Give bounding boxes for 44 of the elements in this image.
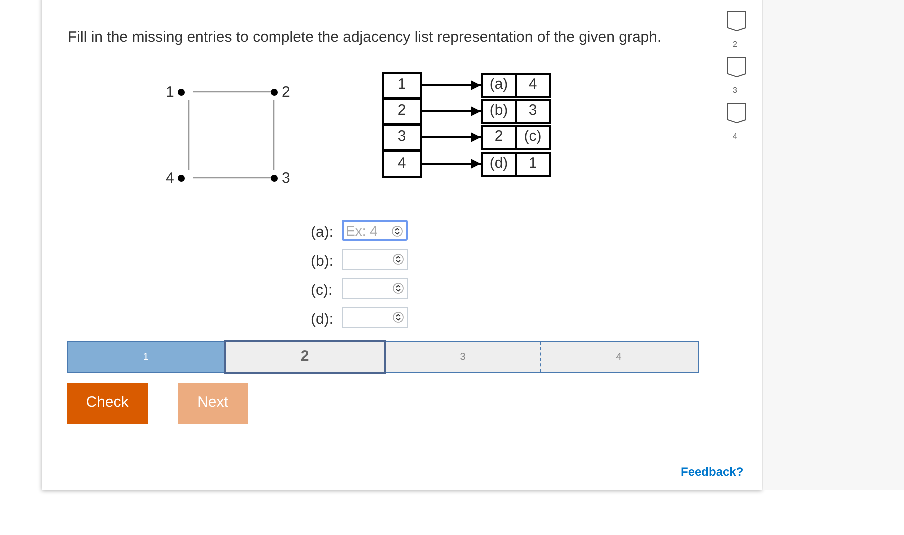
list-node	[481, 73, 551, 98]
list-node-field: 1	[517, 154, 549, 174]
vertex-label: 4	[166, 170, 174, 186]
list-node-field: (a)	[483, 75, 517, 96]
number-input: Ex: 4	[342, 220, 408, 241]
progress-segment: 3	[385, 341, 541, 373]
graph-edge	[193, 177, 271, 179]
arrow	[422, 106, 481, 116]
progress-segment: 1	[67, 341, 225, 373]
page-number: 3	[733, 85, 738, 97]
graph-edge	[193, 91, 271, 93]
vertex-label: 1	[166, 84, 174, 100]
list-node	[481, 99, 551, 124]
field-label: (b):	[311, 252, 334, 272]
list-node-field: (d)	[483, 154, 517, 174]
field-label: (a):	[311, 223, 334, 243]
question-text: Fill in the missing entries to complete the adjacency list representation of the given graph.	[68, 28, 662, 48]
array-cell: 4	[382, 150, 422, 178]
arrow	[422, 159, 481, 169]
page-number: 4	[733, 131, 738, 143]
page-number: 2	[733, 39, 738, 51]
progress-segment: 4	[540, 341, 699, 373]
check-button: Check	[67, 383, 148, 424]
vertex-label: 3	[282, 170, 290, 186]
list-node-field: (b)	[483, 101, 517, 122]
feedback-link: Feedback?	[681, 464, 744, 481]
list-node-field: 4	[517, 75, 549, 96]
field-label: (c):	[311, 281, 333, 301]
graph-edge	[188, 100, 190, 170]
list-node	[481, 125, 551, 150]
next-button: Next	[178, 383, 248, 424]
graph-edge	[273, 100, 275, 170]
array-cell: 1	[382, 72, 422, 99]
list-node	[481, 152, 551, 176]
field-label: (d):	[311, 310, 334, 330]
vertex-label: 2	[282, 84, 290, 100]
arrow	[422, 132, 481, 142]
progress-segment: 2	[224, 340, 386, 374]
list-node-field: 3	[517, 101, 549, 122]
array-cell: 2	[382, 98, 422, 125]
list-node-field: 2	[483, 127, 517, 148]
arrow	[422, 80, 481, 90]
list-node-field: (c)	[517, 127, 549, 148]
array-cell: 3	[382, 124, 422, 151]
